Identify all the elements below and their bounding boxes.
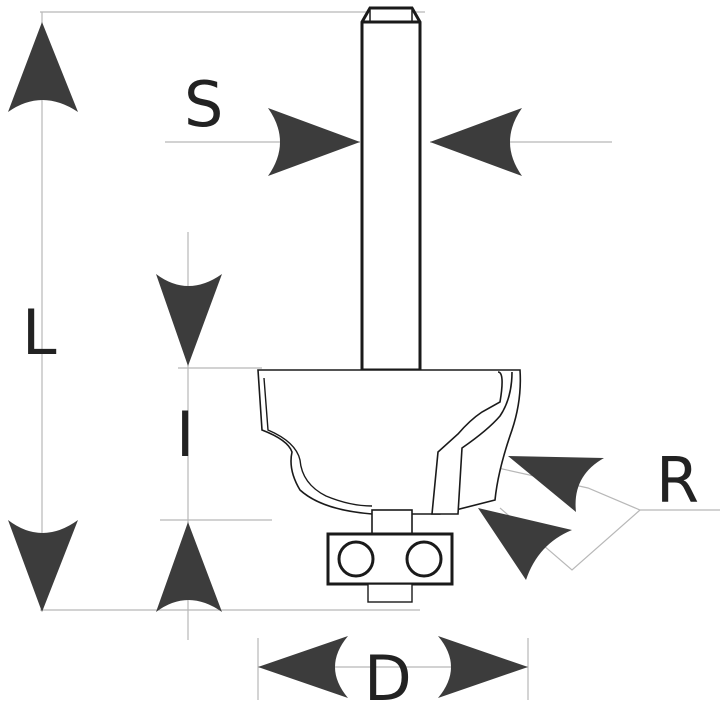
radius-arrow-lower-icon: [478, 508, 572, 580]
label-radius: R: [656, 444, 699, 517]
label-cutting-length: I: [176, 398, 194, 471]
label-overall-length: L: [22, 296, 57, 369]
cutting-length-arrow-down-icon: [156, 274, 222, 366]
bearing-screw: [367, 583, 413, 603]
router-bit: [257, 6, 522, 603]
radius-arrow-upper-icon: [508, 456, 604, 512]
cutter-body: [257, 369, 522, 515]
diameter-arrow-left-icon: [258, 636, 348, 698]
carbide-cutting-edge: [431, 371, 513, 515]
cutter-inner-profile: [263, 377, 373, 507]
length-arrow-down-icon: [8, 520, 78, 612]
shank-arrow-left-icon: [430, 108, 522, 176]
dimension-labels: S L I R D: [22, 68, 699, 715]
label-shank-diameter: S: [184, 68, 223, 141]
bearing-shaft: [371, 509, 413, 535]
dimension-arrows: [8, 22, 604, 698]
cutting-length-arrow-up-icon: [156, 522, 222, 612]
bearing-ball-left: [337, 540, 375, 578]
length-arrow-up-icon: [8, 22, 78, 112]
diameter-arrow-right-icon: [438, 636, 528, 698]
bearing-ball-right: [405, 540, 443, 578]
shank: [360, 6, 422, 372]
label-cutting-diameter: D: [364, 642, 412, 715]
shank-arrow-right-icon: [268, 108, 360, 176]
